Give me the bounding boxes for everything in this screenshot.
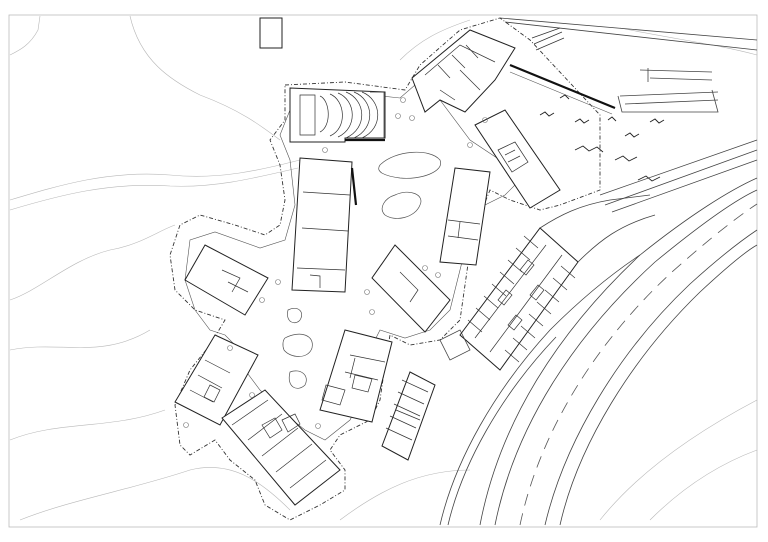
southwest-building: [174, 334, 259, 426]
west-block-building: [184, 244, 269, 316]
service-road: [439, 329, 471, 361]
landscape-trees: [539, 94, 665, 182]
auditorium-building: [289, 87, 386, 143]
drawing-frame: [8, 14, 758, 528]
northeast-building: [411, 27, 616, 115]
east-block-building: [439, 167, 491, 266]
outbuilding: [259, 17, 283, 49]
south-wing-building: [221, 389, 341, 506]
highway: [439, 139, 758, 526]
access-road-link: [539, 194, 651, 229]
site-boundary: [169, 17, 601, 521]
south-center-building: [319, 329, 393, 423]
tree-markers: [183, 97, 488, 429]
central-hall-building: [291, 157, 358, 293]
landscape-ponds: [282, 151, 441, 389]
parking-lot-south: [381, 371, 436, 461]
east-wing-building: [474, 109, 561, 209]
contour-lines: [9, 15, 758, 521]
upper-access-road: [499, 17, 758, 113]
access-road-link-2: [577, 214, 656, 263]
mid-east-building: [371, 244, 451, 333]
